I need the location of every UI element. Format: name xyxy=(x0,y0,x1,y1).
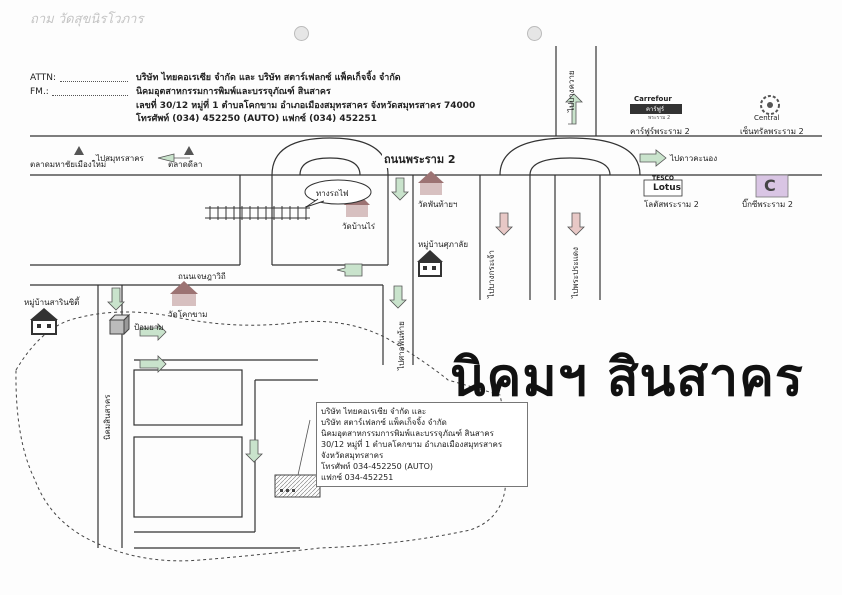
market-dila-marker xyxy=(184,146,194,155)
overpass-left xyxy=(271,137,389,176)
central-label: เซ็นทรัลพระราม 2 xyxy=(740,127,804,136)
road-chetsada xyxy=(30,175,383,286)
lotus-logo xyxy=(643,179,683,197)
carrefour-logo xyxy=(630,104,682,114)
carrefour-logo-sub2: พระราม 2 xyxy=(648,115,671,121)
carrefour-logo-text: Carrefour xyxy=(634,95,672,103)
market-mahachai-marker xyxy=(74,146,84,155)
punch-hole-left xyxy=(294,26,309,41)
info-line-4: 30/12 หมู่ที่ 1 ตำบลโคกขาม อำเภอเมืองสมุ… xyxy=(321,440,503,449)
wat-phan-thai-label: วัดพันท้ายฯ xyxy=(418,200,458,209)
info-line-3: นิคมอุตสาหกรรมการพิมพ์และบรรจุภัณฑ์ สินส… xyxy=(321,429,494,438)
direction-samutsakhon: ไปสมุทรสาคร xyxy=(96,154,144,163)
road-sinsakhon-label: นิคมสินสาคร xyxy=(103,394,112,440)
info-line-5: จังหวัดสมุทรสาคร xyxy=(321,451,384,460)
handwritten-note: ถาม วัดสุขนิรโวภาร xyxy=(30,12,144,27)
punch-hole-right xyxy=(527,26,542,41)
wat-ban-rai-label: วัดบ้านไร่ xyxy=(342,222,376,231)
wat-khok-kham-label: วัดโคกขาม xyxy=(168,310,208,319)
arrows-green xyxy=(107,93,667,463)
direction-phrapradaeng: ไปพระประแดง xyxy=(571,247,580,298)
estate-title: นิคมฯ สินสาคร xyxy=(450,348,804,408)
central-logo xyxy=(760,95,780,115)
header-address-line: เลขที่ 30/12 หมู่ที่ 1 ตำบลโคกขาม อำเภอเ… xyxy=(136,101,476,111)
overpass-right xyxy=(499,137,641,176)
info-box-pointer xyxy=(297,419,311,476)
company-info-box: บริษัท ไทยคอเรเซีย จำกัด และ บริษัท สตาร… xyxy=(316,402,528,487)
header-company-line: บริษัท ไทยคอเรเซีย จำกัด และ บริษัท สตาร… xyxy=(136,73,401,83)
railway-label: ทางรถไฟ xyxy=(316,189,349,198)
estate-roads xyxy=(97,285,318,549)
info-line-2: บริษัท สตาร์เฟลกซ์ แพ็คเก็จจิ้ง จำกัด xyxy=(321,418,447,427)
fm-label: FM.: xyxy=(30,87,49,97)
wat-phan-thai-icon xyxy=(418,171,444,195)
estate-boundary xyxy=(15,311,508,562)
header-phone-line: โทรศัพท์ (034) 452250 (AUTO) แฟกซ์ (034)… xyxy=(136,114,377,124)
company-building xyxy=(274,474,321,498)
direction-sala-phan-thai: ไปศาลพันท้าย xyxy=(397,321,406,370)
central-logo-text: Central xyxy=(754,114,780,122)
lotus-logo-top: TESCO xyxy=(652,175,675,182)
direction-dao-khanong: ไปดาวคะนอง xyxy=(670,154,718,163)
attn-label: ATTN: xyxy=(30,73,57,83)
railway-callout xyxy=(304,179,372,208)
carrefour-label: คาร์ฟูร์พระราม 2 xyxy=(630,127,690,136)
carrefour-logo-sub: คาร์ฟูร์ xyxy=(646,106,665,113)
info-line-1: บริษัท ไทยคอเรเซีย จำกัด และ xyxy=(321,407,427,416)
info-line-6: โทรศัพท์ 034-452250 (AUTO) xyxy=(321,462,434,471)
road-rama2 xyxy=(30,135,822,176)
road-south-right xyxy=(479,175,601,300)
arrows-pink xyxy=(495,212,585,236)
village-sarin-icon xyxy=(30,308,58,335)
direction-bang-krachao: ไปบางกระเจ้า xyxy=(487,250,496,298)
market-dila-label: ตลาดดีลา xyxy=(168,160,203,169)
bigc-logo xyxy=(755,174,789,198)
village-sarin-label: หมู่บ้านสารินซิตี้ xyxy=(24,298,80,307)
bigc-label: บิ๊กซีพระราม 2 xyxy=(742,200,793,209)
police-box-label: ป้อมยาม xyxy=(134,323,164,332)
attn-dotted-line xyxy=(60,81,128,82)
lotus-logo-text: Lotus xyxy=(653,183,681,193)
info-line-7: แฟกซ์ 034-452251 xyxy=(321,473,394,482)
market-mahachai-label: ตลาดมหาชัยเมืองใหม่ xyxy=(30,160,107,169)
village-suphalai-label: หมู่บ้านศุภาลัย xyxy=(418,240,469,249)
road-center xyxy=(271,175,414,365)
bigc-logo-text: C xyxy=(764,176,776,195)
direction-bang-khwai: ไปบางควาย xyxy=(567,70,576,112)
railway-track xyxy=(205,206,310,220)
village-suphalai-icon xyxy=(417,250,443,277)
fm-dotted-line xyxy=(52,95,128,96)
road-chetsada-label: ถนนเจษฎาวิถี xyxy=(178,272,226,281)
wat-khok-kham-icon xyxy=(170,281,198,306)
road-rama2-label: ถนนพระราม 2 xyxy=(382,150,458,168)
road-north xyxy=(555,46,597,136)
lotus-label: โลตัสพระราม 2 xyxy=(644,200,699,209)
police-box-icon xyxy=(108,313,131,336)
header-estate-line: นิคมอุตสาหกรรมการพิมพ์และบรรจุภัณฑ์ สินส… xyxy=(136,87,331,97)
